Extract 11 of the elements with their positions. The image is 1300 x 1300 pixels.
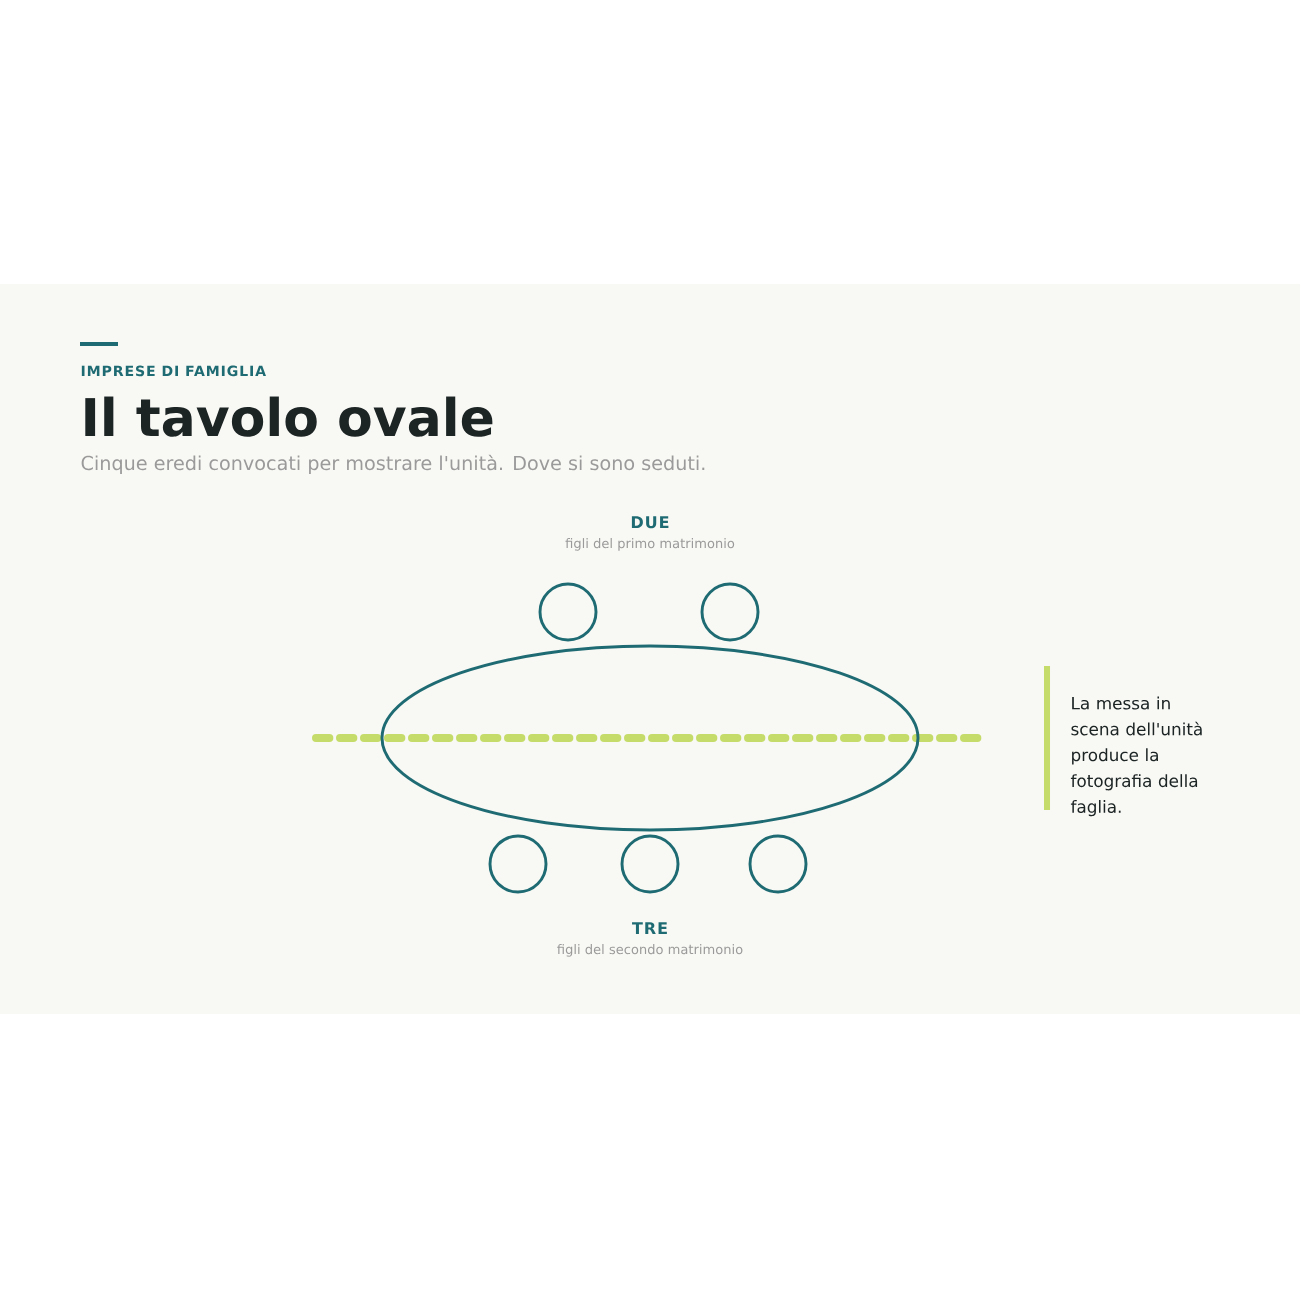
seat-circle (538, 582, 598, 642)
note-text: La messa in scena dell'unità produce la fotografia della faglia. (1070, 696, 1202, 817)
seat-circle (700, 582, 760, 642)
title: Il tavolo ovale (85, 396, 493, 437)
group-label: TRE (632, 922, 667, 934)
seat-circle (620, 834, 680, 894)
seat-circle (748, 834, 808, 894)
seat-circle (488, 834, 548, 894)
group-label: DUE (631, 516, 669, 529)
subtitle: Cinque eredi convocati per mostrare l'unità. Dove si sono seduti. (81, 454, 705, 474)
table-ellipse (380, 644, 920, 832)
